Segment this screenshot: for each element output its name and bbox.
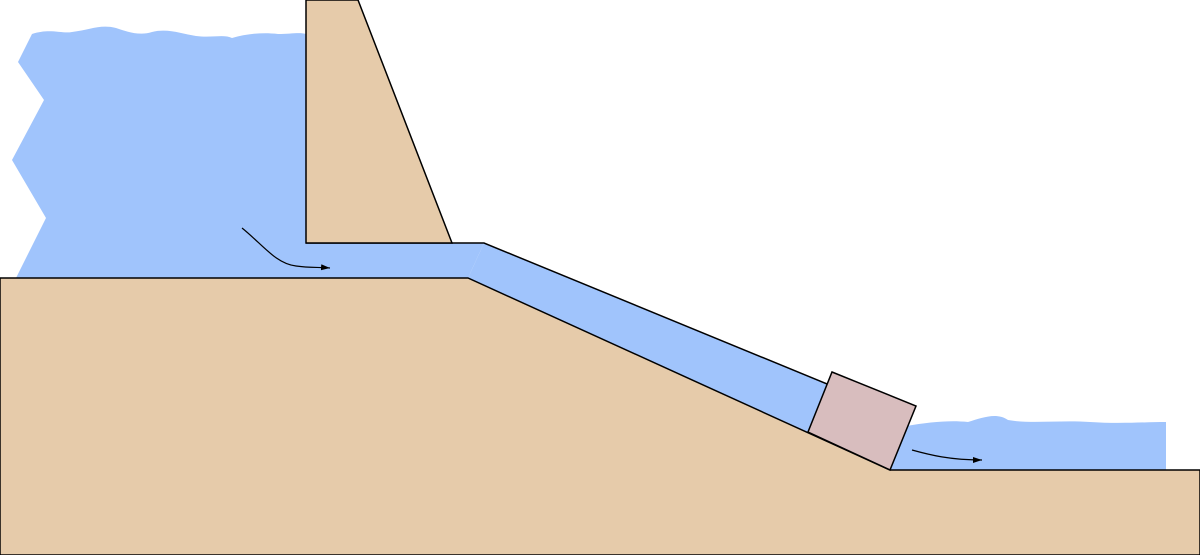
powerhouse-block xyxy=(807,371,917,472)
outflow-arrow xyxy=(911,449,983,463)
dam-wall xyxy=(305,0,454,244)
inflow-arrow xyxy=(241,227,331,271)
penstock-channel xyxy=(468,243,832,432)
ground-terrain xyxy=(0,277,1200,555)
tailwater xyxy=(890,416,1166,470)
reservoir-water xyxy=(12,26,484,278)
